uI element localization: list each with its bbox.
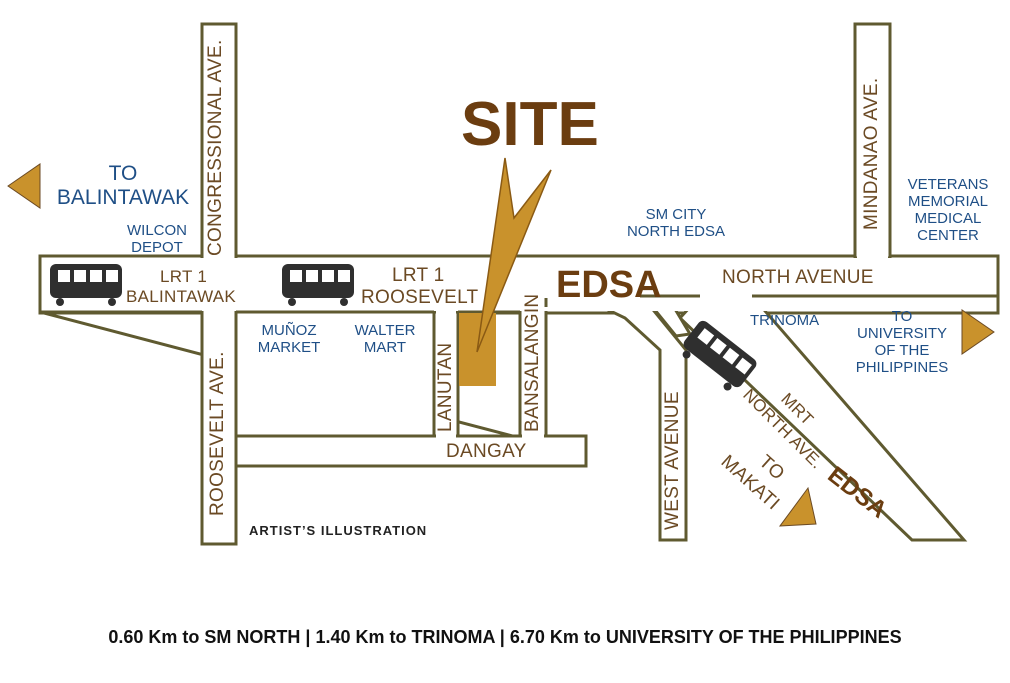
lanutan-fill [436,310,456,440]
place-veterans: VETERANS MEMORIAL MEDICAL CENTER [898,176,998,244]
road-label-edsa-main: EDSA [556,264,662,306]
place-veterans-line3: MEDICAL [914,210,982,227]
direction-balintawak-line1: TO [108,162,138,185]
place-sm-city: SM CITY NORTH EDSA [618,206,734,240]
road-label-bansalangin: BANSALANGIN [522,293,543,432]
road-label-congressional: CONGRESSIONAL AVE. [205,39,226,256]
place-munoz-market: MUÑOZ MARKET [252,322,326,356]
station-lrt-roosevelt-line1: LRT 1 [392,265,445,286]
place-wilcon-line1: WILCON [127,222,187,239]
place-sm-line1: SM CITY [645,206,707,223]
train-icon-balintawak [50,264,122,306]
place-walter-mart: WALTER MART [348,322,422,356]
road-label-dangay: DANGAY [446,441,527,462]
place-sm-line2: NORTH EDSA [626,223,726,240]
station-lrt-balintawak-line2: BALINTAWAK [126,287,237,306]
place-veterans-line2: MEMORIAL [907,193,988,210]
place-walter-line1: WALTER [354,322,416,339]
place-veterans-line4: CENTER [917,227,979,244]
road-label-north-avenue: NORTH AVENUE [722,267,874,288]
bansalangin-fill [522,300,544,440]
place-wilcon-line2: DEPOT [131,239,183,256]
road-label-mindanao: MINDANAO AVE. [861,77,882,230]
site-pointer [476,157,552,353]
road-label-west-avenue: WEST AVENUE [662,391,683,530]
train-icon-roosevelt [282,264,354,306]
direction-balintawak: TO BALINTAWAK [48,162,198,210]
arrow-left-icon [7,163,41,209]
road-label-roosevelt: ROOSEVELT AVE. [207,351,228,516]
direction-up-line4: PHILIPPINES [855,359,949,376]
road-label-lanutan: LANUTAN [435,342,456,432]
artist-illustration-credit: ARTIST’S ILLUSTRATION [249,523,428,538]
place-walter-line2: MART [363,339,407,356]
location-map: SITE EDSA EDSA CONGRESSIONAL AVE. ROOSEV… [7,22,1000,546]
arrow-down-right-icon [778,486,817,527]
place-munoz-line2: MARKET [257,339,321,356]
distance-footer: 0.60 Km to SM NORTH | 1.40 Km to TRINOMA… [108,627,902,647]
mindanao-fill [857,26,888,260]
station-lrt-balintawak-line1: LRT 1 [160,267,208,286]
edsa-strip-fill [42,258,996,311]
train-icon-mrt [682,320,757,391]
place-wilcon-depot: WILCON DEPOT [122,222,192,256]
congressional-fill [204,26,234,542]
direction-up-line1: TO [891,308,913,325]
arrow-right-icon [961,309,995,355]
site-label: SITE [461,90,599,159]
map-roads-svg [7,22,1000,546]
direction-balintawak-line2: BALINTAWAK [56,186,190,209]
direction-up-line3: OF THE [874,342,930,359]
direction-up: TO UNIVERSITY OF THE PHILIPPINES [850,308,954,376]
direction-up-line2: UNIVERSITY [856,325,947,342]
place-munoz-line1: MUÑOZ [261,322,317,339]
dangay-fill [238,438,584,464]
place-veterans-line1: VETERANS [907,176,989,193]
station-lrt-roosevelt-line2: ROOSEVELT [361,287,479,308]
place-trinoma: TRINOMA [750,312,820,329]
